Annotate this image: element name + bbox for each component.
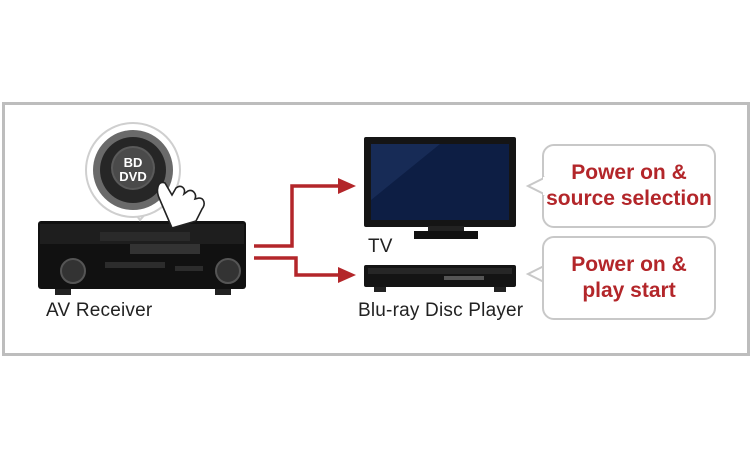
bd-label: BD bbox=[123, 155, 143, 170]
player-action-line2: play start bbox=[582, 279, 676, 302]
bluray-player-label: Blu-ray Disc Player bbox=[358, 300, 524, 321]
signal-arrows bbox=[254, 178, 356, 283]
tv-action-line1: Power on & bbox=[571, 161, 687, 184]
bd-dvd-callout bbox=[85, 122, 205, 229]
av-receiver-illustration bbox=[38, 221, 246, 295]
tv-action-line2: source selection bbox=[546, 187, 712, 210]
bluray-player-illustration bbox=[364, 265, 516, 292]
tv-illustration bbox=[364, 137, 516, 239]
bd-dvd-button-label: BD DVD bbox=[113, 156, 153, 184]
player-action-bubble: Power on & play start bbox=[542, 236, 716, 320]
player-action-line1: Power on & bbox=[571, 253, 687, 276]
tv-label: TV bbox=[368, 236, 393, 257]
tv-action-bubble: Power on & source selection bbox=[542, 144, 716, 228]
dvd-label: DVD bbox=[119, 169, 147, 184]
av-receiver-label: AV Receiver bbox=[46, 300, 153, 321]
